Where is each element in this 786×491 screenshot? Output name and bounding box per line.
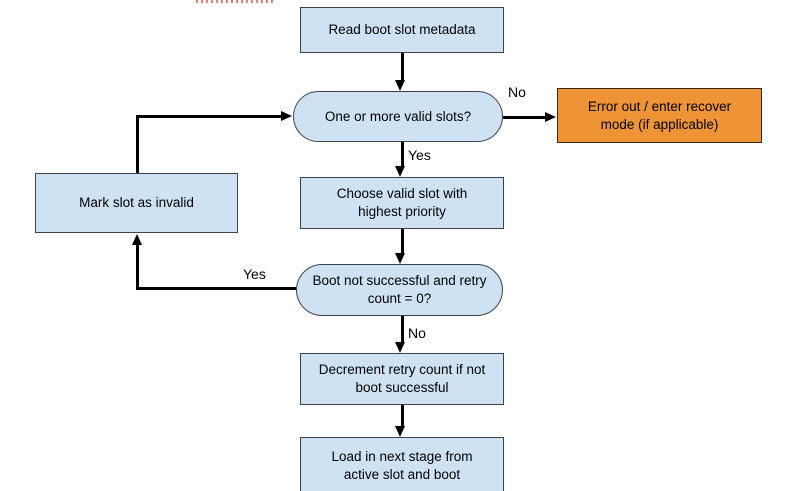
node-error-recover-mode: Error out / enter recover mode (if appli… — [557, 88, 762, 143]
arrowhead-down-icon — [395, 426, 405, 437]
node-label: Choose valid slot with highest priority — [336, 186, 468, 219]
connector-validslots-to-error — [503, 115, 546, 119]
node-label: Read boot slot metadata — [328, 22, 476, 38]
connector-decrement-to-load — [400, 405, 404, 427]
node-label: Error out / enter recover mode (if appli… — [587, 98, 732, 132]
connector-bootcheck-yes-horizontal — [135, 286, 296, 290]
arrowhead-down-icon — [395, 166, 405, 177]
connector-choose-to-bootcheck — [400, 229, 404, 254]
edge-label-no-boot-check: No — [408, 325, 426, 341]
node-label: One or more valid slots? — [324, 108, 472, 124]
node-label: Boot not successful and retry count = 0? — [312, 273, 487, 306]
connector-bootcheck-to-decrement — [400, 316, 404, 343]
cropped-red-text-artifact — [196, 0, 273, 3]
arrowhead-down-icon — [395, 80, 405, 91]
node-label: Decrement retry count if not boot succes… — [318, 362, 486, 395]
connector-feedback-horizontal — [135, 114, 282, 118]
node-choose-valid-slot: Choose valid slot with highest priority — [300, 177, 504, 229]
decision-one-or-more-valid-slots: One or more valid slots? — [293, 91, 503, 142]
node-read-boot-slot-metadata: Read boot slot metadata — [300, 7, 504, 53]
arrowhead-right-icon — [545, 111, 556, 122]
edge-label-yes-valid-slots: Yes — [408, 147, 431, 163]
connector-validslots-to-choose — [400, 142, 404, 167]
node-label: Load in next stage from active slot and … — [331, 449, 473, 482]
decision-boot-not-successful: Boot not successful and retry count = 0? — [296, 264, 503, 316]
node-decrement-retry-count: Decrement retry count if not boot succes… — [300, 353, 504, 405]
connector-bootcheck-yes-vertical — [135, 244, 139, 290]
connector-read-to-validslots — [400, 53, 404, 81]
edge-label-yes-boot-check: Yes — [243, 266, 266, 282]
edge-label-no-valid-slots: No — [508, 84, 526, 100]
connector-feedback-vertical — [135, 114, 139, 173]
arrowhead-down-icon — [395, 342, 405, 353]
node-mark-slot-invalid: Mark slot as invalid — [35, 173, 238, 233]
node-label: Mark slot as invalid — [79, 195, 194, 211]
arrowhead-up-icon — [131, 233, 142, 245]
node-load-next-stage: Load in next stage from active slot and … — [300, 437, 504, 491]
arrowhead-down-icon — [395, 253, 405, 264]
arrowhead-right-icon — [281, 110, 292, 121]
